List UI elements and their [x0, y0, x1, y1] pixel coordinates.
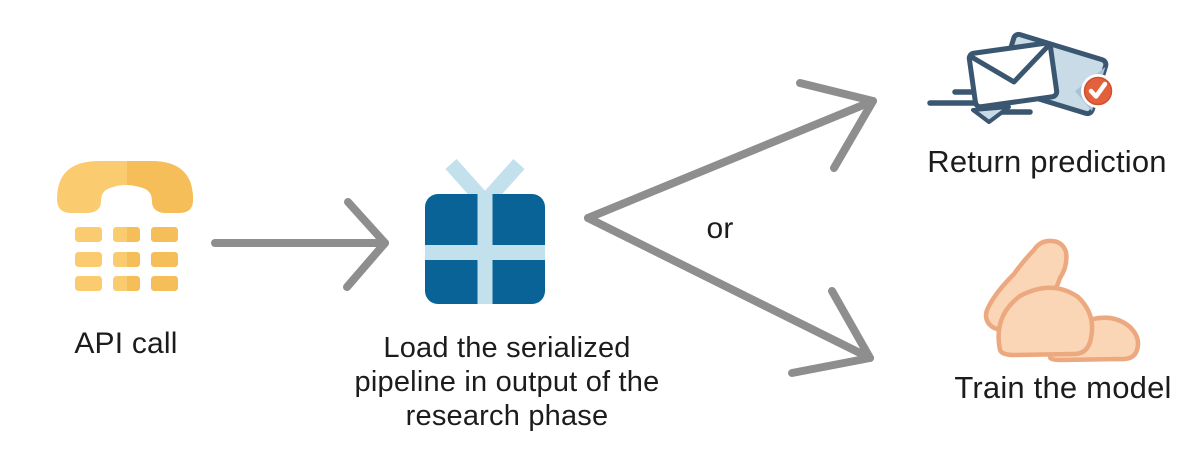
gift-box-icon [425, 158, 545, 304]
flexed-biceps-icon [983, 238, 1141, 363]
envelope-back-corner [971, 105, 1011, 124]
phone-dark-layer [127, 161, 193, 291]
telephone-keypad-icon [57, 161, 193, 291]
load-pipeline-label-line2: pipeline in output of the [354, 366, 660, 398]
arrow-load-to-return [584, 79, 877, 222]
train-model-label: Train the model [954, 370, 1172, 405]
gift-ribbon-horizontal [425, 245, 545, 260]
load-pipeline-label: Load the serialized pipeline in output o… [307, 331, 707, 433]
speeding-envelope-check-icon [927, 31, 1115, 124]
envelope-front [966, 40, 1060, 110]
or-connector-label: or [706, 212, 734, 245]
load-pipeline-label-line3: research phase [405, 400, 609, 432]
arm-bicep [996, 285, 1095, 358]
api-call-label: API call [74, 327, 178, 360]
check-badge [1081, 74, 1115, 108]
load-pipeline-label-line1: Load the serialized [383, 332, 631, 364]
return-prediction-label: Return prediction [927, 144, 1167, 179]
arrow-api-to-load [211, 198, 389, 291]
